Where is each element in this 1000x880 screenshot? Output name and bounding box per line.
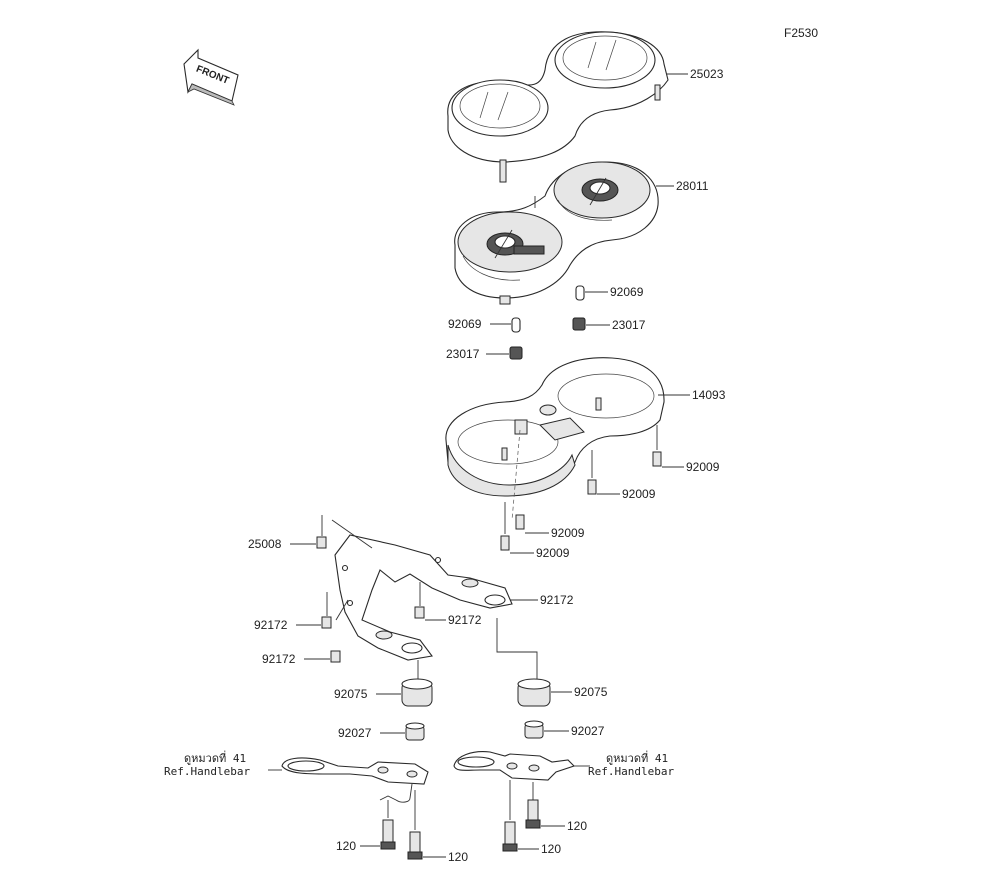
screw-92009-c-part (515, 514, 549, 534)
screw-92172-c-part (296, 592, 332, 629)
part-number-92027-left: 92027 (338, 726, 372, 740)
bracket-25008-part (331, 519, 538, 661)
part-number-120-b: 120 (448, 850, 468, 864)
part-number-23017-left: 23017 (446, 347, 480, 361)
part-number-92009-b: 92009 (622, 487, 656, 501)
part-number-28011: 28011 (676, 179, 709, 193)
part-number-23017-right: 23017 (612, 318, 646, 332)
damper-92075-left-part (376, 660, 433, 707)
part-number-92172-d: 92172 (262, 652, 296, 666)
part-number-25023: 25023 (690, 67, 724, 81)
bulb-92069-right-part (575, 285, 608, 301)
part-number-92009-a: 92009 (686, 460, 720, 474)
ref-left-thai: ดูหมวดที่ 41 (184, 750, 246, 765)
screw-92009-d-part (500, 502, 534, 554)
front-arrow-icon: FRONT (183, 48, 239, 106)
collar-92027-left-part (380, 722, 425, 741)
handlebar-bracket-left (268, 757, 429, 803)
part-number-92172-b: 92172 (448, 613, 482, 627)
part-number-92075-right: 92075 (574, 685, 608, 699)
part-number-14093: 14093 (692, 388, 726, 402)
screw-92172-a-part (290, 515, 327, 549)
part-number-120-c: 120 (567, 819, 587, 833)
screw-92172-d-part (304, 650, 341, 663)
figure-code: F2530 (784, 26, 818, 40)
meter-assembly-part (454, 161, 674, 305)
ref-right-english: Ref.Handlebar (588, 765, 674, 778)
bolt-120-d-part (502, 780, 539, 852)
meter-case-part (445, 357, 690, 521)
part-number-92069-left: 92069 (448, 317, 482, 331)
screw-92172-b-part (414, 582, 446, 621)
part-number-120-d: 120 (541, 842, 561, 856)
part-number-92027-right: 92027 (571, 724, 605, 738)
part-number-92075-left: 92075 (334, 687, 368, 701)
bolt-120-c-part (525, 782, 565, 829)
damper-92075-right-part (496, 618, 572, 707)
handlebar-bracket-right (453, 751, 590, 781)
bolt-120-b-part (407, 790, 446, 860)
meter-cover-part (447, 31, 688, 183)
ref-right-thai: ดูหมวดที่ 41 (606, 750, 668, 765)
part-number-25008: 92172 (540, 593, 574, 607)
collar-92027-right-part (524, 720, 569, 739)
part-number-92069-right: 92069 (610, 285, 644, 299)
part-number-92009-d: 92009 (536, 546, 570, 560)
part-number-92009-c: 92009 (551, 526, 585, 540)
part-number-120-a: 120 (336, 839, 356, 853)
bolt-120-a-part (360, 800, 396, 850)
part-number-92172-c: 92172 (254, 618, 288, 632)
socket-23017-left-part (486, 346, 523, 360)
part-number-92172-a: 25008 (248, 537, 282, 551)
screw-92009-a-part (652, 425, 684, 468)
socket-23017-right-part (572, 317, 610, 331)
screw-92009-b-part (587, 450, 620, 495)
ref-left-english: Ref.Handlebar (164, 765, 250, 778)
bulb-92069-left-part (490, 317, 521, 333)
